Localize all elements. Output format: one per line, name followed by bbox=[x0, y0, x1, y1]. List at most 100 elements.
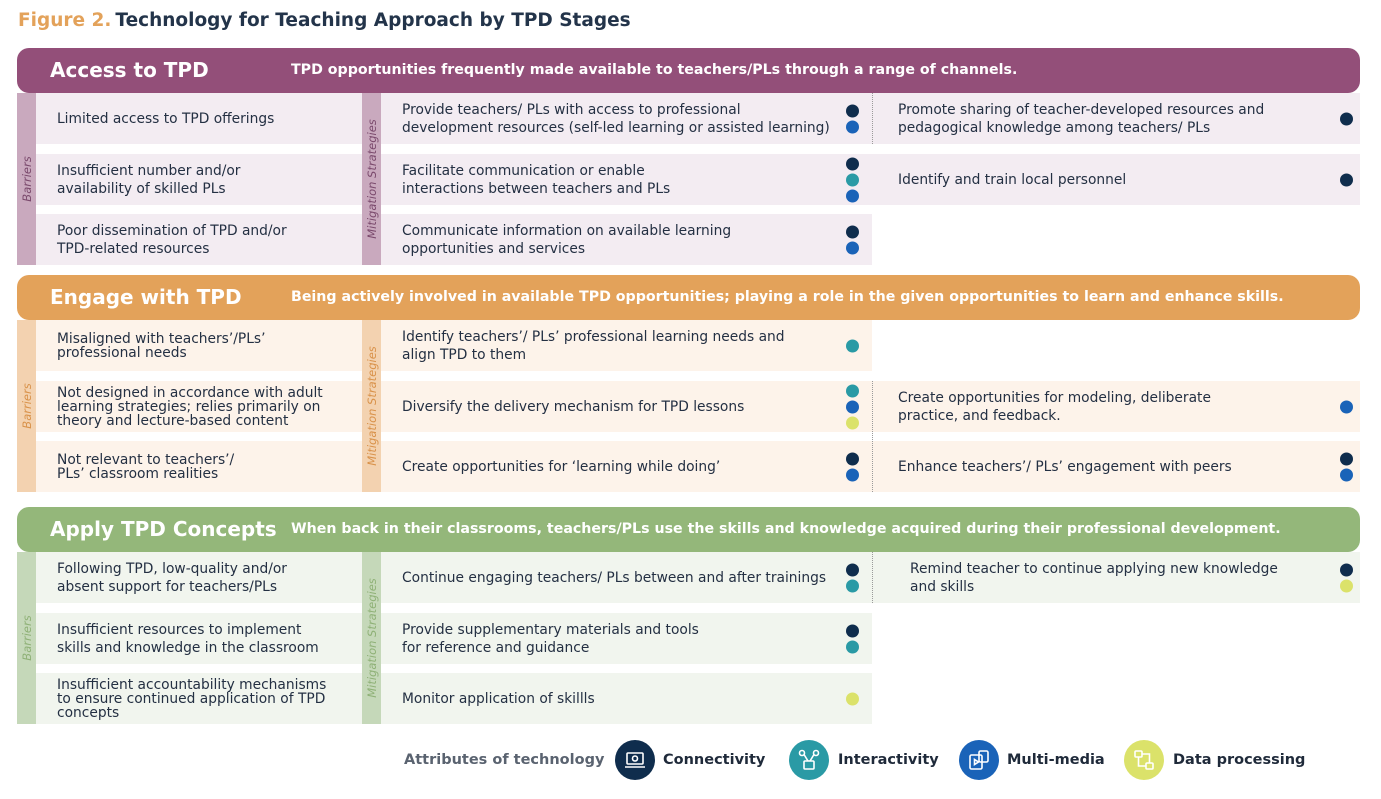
stage-description: When back in their classrooms, teachers/… bbox=[291, 521, 1281, 537]
strategy-text: Communicate information on available lea… bbox=[402, 222, 732, 257]
strategy-text: Continue engaging teachers/ PLs between … bbox=[402, 569, 827, 586]
strategy-item: Create opportunities for ‘learning while… bbox=[381, 441, 872, 492]
attribute-dot-multimedia bbox=[846, 241, 859, 254]
strategy-text: Create opportunities for modeling, delib… bbox=[898, 389, 1211, 424]
media-devices-icon bbox=[959, 740, 999, 780]
stage-apply: Apply TPD Concepts When back in their cla… bbox=[17, 507, 1360, 725]
strategy-text: Enhance teachers’/ PLs’ engagement with … bbox=[898, 458, 1232, 475]
attribute-dot-interactivity bbox=[846, 173, 859, 186]
strategy-item: Enhance teachers’/ PLs’ engagement with … bbox=[872, 441, 1360, 492]
barrier-text: Not relevant to teachers’/PLs’ classroom… bbox=[57, 451, 235, 482]
attribute-dot-multimedia bbox=[846, 120, 859, 133]
attribute-dot-connectivity bbox=[846, 104, 859, 117]
attribute-dot-connectivity bbox=[846, 225, 859, 238]
figure-title: Figure 2.Technology for Teaching Approac… bbox=[18, 10, 631, 31]
legend: Attributes of technology Connectivity In… bbox=[0, 740, 1381, 780]
attribute-dot-connectivity bbox=[1340, 112, 1353, 125]
attribute-dot-connectivity bbox=[846, 452, 859, 465]
attribute-dot-multimedia bbox=[1340, 400, 1353, 413]
barrier-item: Not relevant to teachers’/PLs’ classroom… bbox=[36, 441, 362, 492]
stage-name: Engage with TPD bbox=[50, 285, 242, 309]
attribute-dots bbox=[846, 336, 859, 355]
attribute-dots bbox=[846, 222, 859, 257]
barrier-item: Misaligned with teachers’/PLs’profession… bbox=[36, 320, 362, 371]
column-divider bbox=[872, 552, 873, 603]
strategy-text: Provide teachers/ PLs with access to pro… bbox=[402, 101, 830, 136]
attribute-dot-multimedia bbox=[1340, 468, 1353, 481]
stage-engage: Engage with TPD Being actively involved i… bbox=[17, 275, 1360, 493]
attribute-dot-connectivity bbox=[1340, 563, 1353, 576]
attribute-dot-multimedia bbox=[846, 189, 859, 202]
strategy-item: Promote sharing of teacher-developed res… bbox=[872, 93, 1360, 144]
barrier-text: Misaligned with teachers’/PLs’profession… bbox=[57, 330, 266, 361]
attribute-dot-connectivity bbox=[846, 563, 859, 576]
barriers-label: Barriers bbox=[17, 320, 36, 492]
laptop-icon bbox=[615, 740, 655, 780]
strategy-text: Monitor application of skillls bbox=[402, 690, 595, 707]
attribute-dot-interactivity bbox=[846, 384, 859, 397]
attribute-dot-interactivity bbox=[846, 339, 859, 352]
figure-number: Figure 2. bbox=[18, 10, 112, 31]
stage-banner: Engage with TPD Being actively involved i… bbox=[17, 275, 1360, 320]
stage-name: Apply TPD Concepts bbox=[50, 517, 277, 541]
strategy-text: Provide supplementary materials and tool… bbox=[402, 621, 699, 656]
attribute-dots bbox=[1340, 109, 1353, 128]
attribute-dots bbox=[1340, 397, 1353, 416]
attribute-dot-connectivity bbox=[846, 624, 859, 637]
strategy-item: Create opportunities for modeling, delib… bbox=[872, 381, 1360, 432]
stage-description: Being actively involved in available TPD… bbox=[291, 289, 1284, 305]
figure-title-text: Technology for Teaching Approach by TPD … bbox=[115, 10, 631, 31]
stage-banner: Apply TPD Concepts When back in their cla… bbox=[17, 507, 1360, 552]
legend-label-data-processing: Data processing bbox=[1173, 752, 1306, 768]
attribute-dots bbox=[846, 154, 859, 205]
attribute-dot-multimedia bbox=[846, 400, 859, 413]
attribute-dot-data-processing bbox=[1340, 579, 1353, 592]
data-flow-icon bbox=[1124, 740, 1164, 780]
attribute-dots bbox=[846, 449, 859, 484]
strategy-item: Communicate information on available lea… bbox=[381, 214, 872, 265]
legend-label-multimedia: Multi-media bbox=[1007, 752, 1105, 768]
strategy-text: Diversify the delivery mechanism for TPD… bbox=[402, 398, 745, 415]
strategy-text: Identify and train local personnel bbox=[898, 171, 1127, 188]
legend-title: Attributes of technology bbox=[404, 752, 605, 768]
strategy-text: Promote sharing of teacher-developed res… bbox=[898, 101, 1265, 136]
barriers-label: Barriers bbox=[17, 93, 36, 265]
strategy-item: Diversify the delivery mechanism for TPD… bbox=[381, 381, 872, 432]
attribute-dot-interactivity bbox=[846, 579, 859, 592]
attribute-dots bbox=[846, 560, 859, 595]
column-divider bbox=[872, 93, 873, 144]
attribute-dot-connectivity bbox=[1340, 173, 1353, 186]
legend-label-connectivity: Connectivity bbox=[663, 752, 766, 768]
stage-name: Access to TPD bbox=[50, 58, 209, 82]
attribute-dot-data-processing bbox=[846, 692, 859, 705]
attribute-dots bbox=[846, 689, 859, 708]
strategy-text: Remind teacher to continue applying new … bbox=[910, 560, 1278, 595]
barrier-item: Limited access to TPD offerings bbox=[36, 93, 362, 144]
strategy-item: Continue engaging teachers/ PLs between … bbox=[381, 552, 872, 603]
legend-label-interactivity: Interactivity bbox=[838, 752, 939, 768]
attribute-dots bbox=[846, 101, 859, 136]
strategy-item: Identify and train local personnel bbox=[872, 154, 1360, 205]
attribute-dot-multimedia bbox=[846, 468, 859, 481]
attribute-dots bbox=[846, 621, 859, 656]
barriers-label: Barriers bbox=[17, 552, 36, 724]
strategy-item: Monitor application of skillls bbox=[381, 673, 872, 724]
attribute-dots bbox=[1340, 449, 1353, 484]
mitigation-label: Mitigation Strategies bbox=[362, 320, 381, 492]
strategy-item: Remind teacher to continue applying new … bbox=[872, 552, 1360, 603]
attribute-dot-data-processing bbox=[846, 416, 859, 429]
